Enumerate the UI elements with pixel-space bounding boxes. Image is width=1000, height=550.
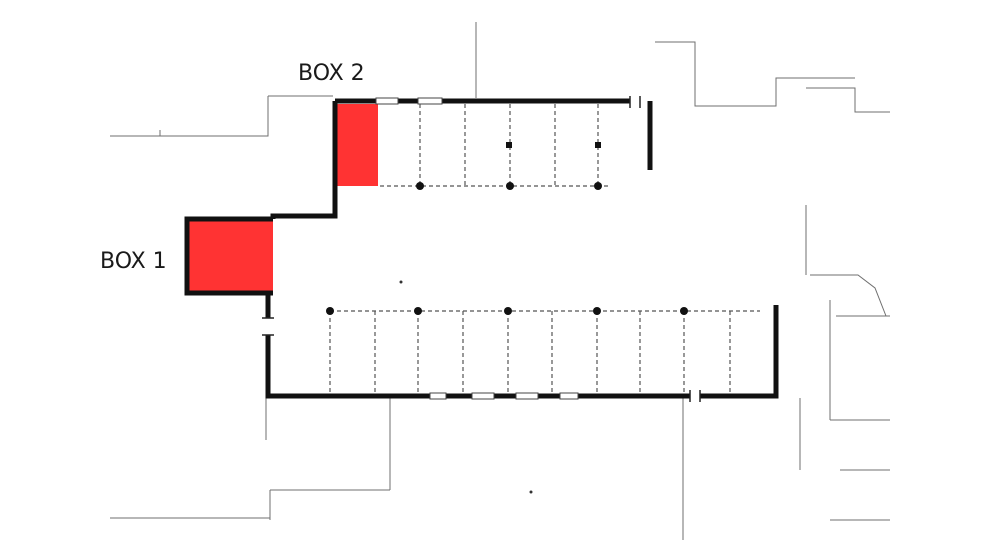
lower-colonnade <box>326 307 760 393</box>
plan-mark <box>529 490 533 494</box>
box-1-highlight <box>187 219 273 293</box>
openings <box>262 96 701 402</box>
box-1-label: BOX 1 <box>100 249 167 274</box>
upper-colonnade <box>380 104 610 190</box>
context-lines <box>110 22 890 540</box>
box-2-highlight <box>335 104 378 186</box>
building-walls <box>184 98 779 399</box>
box-2-label: BOX 2 <box>298 61 365 86</box>
plan-mark <box>399 280 403 284</box>
